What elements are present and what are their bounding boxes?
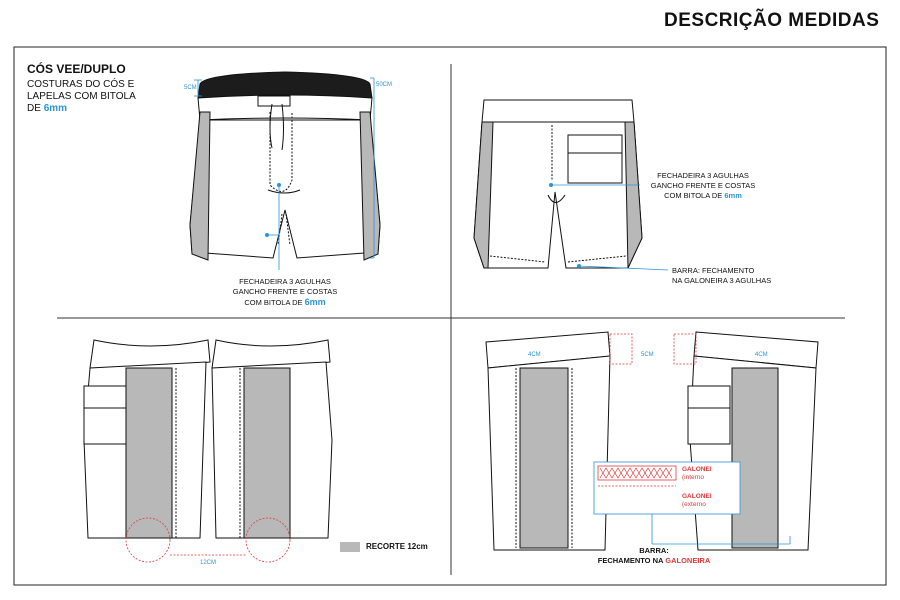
seam-view-right: [687, 331, 819, 551]
galonei-external-label: GALONEI (externo: [682, 493, 712, 509]
seam-measure-boxes: [609, 333, 697, 365]
seam-measure-right: 4CM: [755, 352, 768, 358]
galonei-detail: [593, 461, 791, 545]
panel1-heading: CÓS VEE/DUPLO: [27, 62, 126, 76]
back-seam-callout: FECHADEIRA 3 AGULHAS GANCHO FRENTE E COS…: [642, 171, 764, 201]
seam-barra-prefix: FECHAMENTO NA: [597, 556, 664, 565]
front-callout-line1: FECHADEIRA 3 AGULHAS: [239, 277, 331, 286]
seam-barra-line2: FECHAMENTO NA GALONEIRA: [584, 556, 724, 566]
back-barra-line1: BARRA: FECHAMENTO: [672, 266, 755, 275]
recorte-measure-circles: [125, 517, 291, 563]
galonei-internal-label: GALONEI (interno: [682, 466, 712, 482]
panel1-note-line1: COSTURAS DO CÓS E: [27, 79, 135, 90]
side-right-gray-panel: [243, 367, 291, 539]
front-crotch-seam: [267, 189, 301, 194]
front-view-shorts: [189, 71, 381, 261]
back-barra-line2: NA GALONEIRA 3 AGULHAS: [672, 276, 772, 285]
panel1-note-line2: LAPELAS COM BITOLA: [27, 91, 136, 102]
seam-left-gray-panel: [519, 367, 569, 549]
galonei-external-line1: GALONEI: [682, 493, 712, 500]
page-title: DESCRIÇÃO MEDIDAS: [664, 10, 880, 31]
back-pocket: [567, 152, 623, 184]
back-callout-line2: GANCHO FRENTE E COSTAS: [650, 181, 756, 190]
panel1-note-prefix: DE: [27, 103, 41, 114]
back-callout-line1: FECHADEIRA 3 AGULHAS: [657, 171, 749, 180]
back-right-panel: [624, 121, 643, 269]
back-view-shorts: [473, 99, 643, 269]
front-measure-right: 50CM: [376, 82, 393, 88]
legend-swatch: [340, 542, 360, 552]
seam-barra-callout: BARRA: FECHAMENTO NA GALONEIRA: [584, 546, 724, 566]
back-pocket-flap: [567, 134, 623, 154]
seam-measure-center: 5CM: [641, 352, 654, 358]
back-barra-callout: BARRA: FECHAMENTO NA GALONEIRA 3 AGULHAS: [672, 266, 771, 286]
panel1-note-value: 6mm: [43, 103, 68, 114]
drawstring: [269, 103, 284, 151]
galonei-internal-line2: (interno: [682, 474, 705, 481]
back-callout-lines: [551, 184, 669, 271]
right-side-panel: [359, 111, 381, 261]
outer-frame: [13, 46, 887, 586]
lace-hole: [257, 95, 291, 107]
recorte-measure: 12CM: [200, 560, 217, 566]
back-callout-prefix: COM BITOLA DE: [664, 191, 723, 200]
front-measure-lines: [194, 77, 375, 270]
front-callout-line2: GANCHO FRENTE E COSTAS: [232, 287, 338, 296]
seam-right-gray-panel: [731, 367, 779, 549]
front-seam-callout: FECHADEIRA 3 AGULHAS GANCHO FRENTE E COS…: [230, 277, 340, 308]
back-callout-value: 6mm: [724, 191, 742, 200]
seam-barra-highlight: GALONEIRA: [665, 556, 711, 565]
side-view-left: [83, 339, 211, 539]
back-left-panel: [473, 121, 494, 269]
galonei-internal-line1: GALONEI: [682, 466, 712, 473]
back-callout-line3: COM BITOLA DE 6mm: [642, 191, 764, 201]
seam-view-left: [485, 331, 611, 551]
left-side-panel: [189, 111, 211, 261]
front-body: [189, 119, 381, 259]
panel1-note: COSTURAS DO CÓS E LAPELAS COM BITOLA DE …: [27, 79, 136, 115]
front-callout-line3: COM BITOLA DE 6mm: [230, 297, 340, 308]
fly-stitching: [269, 112, 293, 192]
side-view-right: [211, 339, 333, 539]
panel1-note-line3: DE 6mm: [27, 103, 136, 115]
waistband-dark: [197, 71, 373, 99]
back-waistband: [481, 99, 635, 123]
front-callout-prefix: COM BITOLA DE: [244, 298, 303, 307]
seam-measure-left: 4CM: [528, 352, 541, 358]
front-measure-left: 5CM: [184, 85, 197, 91]
side-left-gray-panel: [125, 367, 173, 539]
legend-label: RECORTE 12cm: [366, 542, 428, 551]
seam-barra-line1: BARRA:: [639, 546, 669, 555]
galonei-external-line2: (externo: [682, 501, 706, 508]
front-callout-value: 6mm: [304, 297, 326, 307]
